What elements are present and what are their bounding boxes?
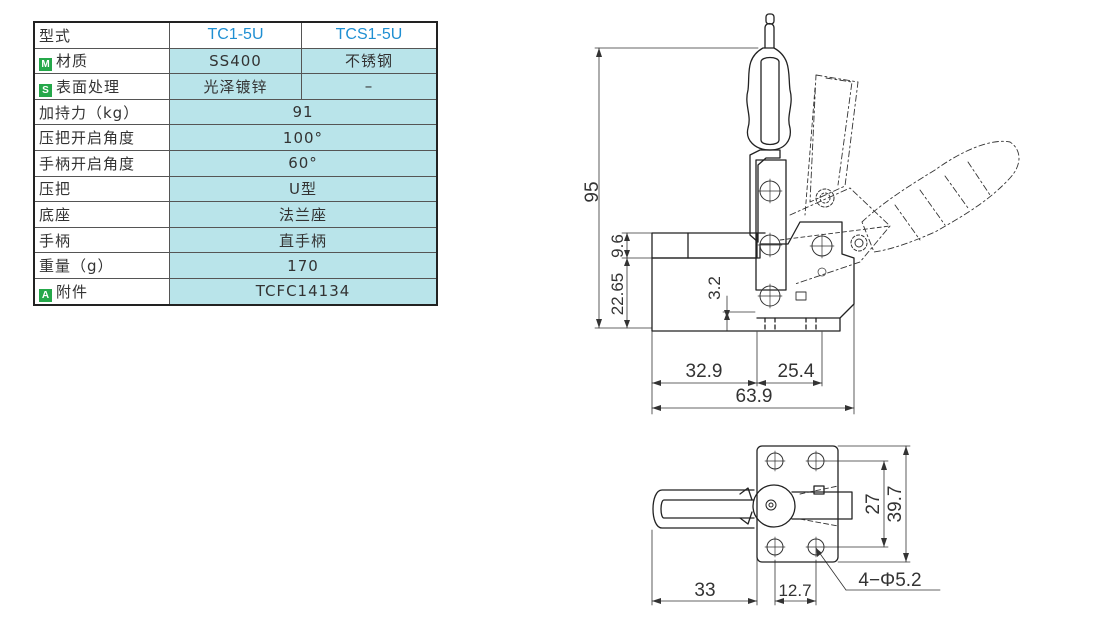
dim-width-left: 32.9 bbox=[686, 361, 723, 382]
spec-row-material: M 材质 SS400 不锈钢 bbox=[33, 47, 438, 75]
extension-lines bbox=[594, 47, 855, 415]
surface-value-b: – bbox=[301, 73, 438, 100]
dim-hole-spacing-x: 12.7 bbox=[778, 581, 811, 600]
spec-table: 型式 TC1-5U TCS1-5U M 材质 SS400 不锈钢 S 表面处理 光泽… bbox=[33, 21, 438, 306]
dim-offset-small: 3.2 bbox=[705, 276, 724, 300]
spec-label-material: M 材质 bbox=[33, 47, 170, 75]
centerline bbox=[779, 87, 891, 241]
accessory-value: TCFC14134 bbox=[169, 277, 438, 306]
top-arrowheads bbox=[652, 446, 909, 604]
dim-height-jaw: 9.6 bbox=[608, 234, 627, 258]
spec-label: 加持力（kg） bbox=[33, 98, 170, 126]
spec-row-accessory: A 附件 TCFC14134 bbox=[33, 277, 438, 306]
spec-row-surface: S 表面处理 光泽镀锌 – bbox=[33, 73, 438, 100]
arrowheads bbox=[596, 48, 854, 411]
spec-label: 手柄 bbox=[33, 226, 170, 254]
spec-value: 170 bbox=[169, 252, 438, 279]
mounting-holes bbox=[764, 450, 827, 558]
surface-badge-icon: S bbox=[39, 83, 52, 97]
spec-label: 手柄开启角度 bbox=[33, 149, 170, 177]
dim-holes-callout: 4−Φ5.2 bbox=[858, 570, 921, 591]
spec-label: 压把 bbox=[33, 175, 170, 203]
spec-label-surface: S 表面处理 bbox=[33, 73, 170, 100]
top-extension-lines bbox=[651, 445, 911, 606]
spec-value: U型 bbox=[169, 175, 438, 203]
dim-width-right: 25.4 bbox=[778, 361, 815, 382]
top-base-plate bbox=[756, 445, 839, 563]
model-b-header: TCS1-5U bbox=[301, 21, 438, 49]
dim-base-height: 39.7 bbox=[885, 486, 906, 523]
spec-row-weight: 重量（g） 170 bbox=[33, 252, 438, 279]
material-value-b: 不锈钢 bbox=[301, 47, 438, 75]
dim-hole-spacing-y: 27 bbox=[863, 493, 884, 514]
spec-label: 底座 bbox=[33, 201, 170, 228]
handle-open-phantom bbox=[789, 74, 1020, 285]
top-view: 33 12.7 27 39.7 4−Φ5.2 bbox=[651, 445, 941, 606]
spec-label: 压把开启角度 bbox=[33, 124, 170, 151]
surface-label: 表面处理 bbox=[56, 77, 121, 96]
top-handle bbox=[739, 484, 853, 528]
spec-value: 100° bbox=[169, 124, 438, 151]
spec-row-bar-angle: 压把开启角度 100° bbox=[33, 124, 438, 151]
accessory-label: 附件 bbox=[56, 282, 89, 301]
dim-length-left: 33 bbox=[694, 580, 715, 601]
latch-block bbox=[795, 291, 807, 301]
dim-width-total: 63.9 bbox=[736, 386, 773, 407]
material-value-a: SS400 bbox=[169, 47, 302, 75]
spec-label-accessory: A 附件 bbox=[33, 277, 170, 306]
spec-value: 法兰座 bbox=[169, 201, 438, 228]
spec-label-model: 型式 bbox=[33, 21, 170, 49]
spec-row-clamp-force: 加持力（kg） 91 bbox=[33, 98, 438, 126]
top-dimension-lines bbox=[651, 445, 941, 602]
dim-height-total: 95 bbox=[582, 181, 603, 202]
side-view: 95 9.6 22.65 3.2 32.9 25.4 63.9 bbox=[582, 13, 1020, 415]
dimension-lines bbox=[598, 47, 855, 409]
surface-value-a: 光泽镀锌 bbox=[169, 73, 302, 100]
clamp-jaw-bar bbox=[651, 232, 766, 259]
top-u-bar bbox=[652, 489, 755, 529]
handle-closed bbox=[746, 13, 792, 291]
spec-row-bar-type: 压把 U型 bbox=[33, 175, 438, 203]
spec-row-handle: 手柄 直手柄 bbox=[33, 226, 438, 254]
spec-row-model: 型式 TC1-5U TCS1-5U bbox=[33, 21, 438, 49]
pivot-pins bbox=[757, 178, 868, 309]
material-badge-icon: M bbox=[39, 58, 52, 72]
top-hidden-lines bbox=[799, 485, 839, 527]
accessory-badge-icon: A bbox=[39, 288, 52, 302]
material-label: 材质 bbox=[56, 52, 89, 71]
model-a-header: TC1-5U bbox=[169, 21, 302, 49]
spec-value: 直手柄 bbox=[169, 226, 438, 254]
dim-height-base: 22.65 bbox=[608, 273, 627, 316]
spec-row-base: 底座 法兰座 bbox=[33, 201, 438, 228]
